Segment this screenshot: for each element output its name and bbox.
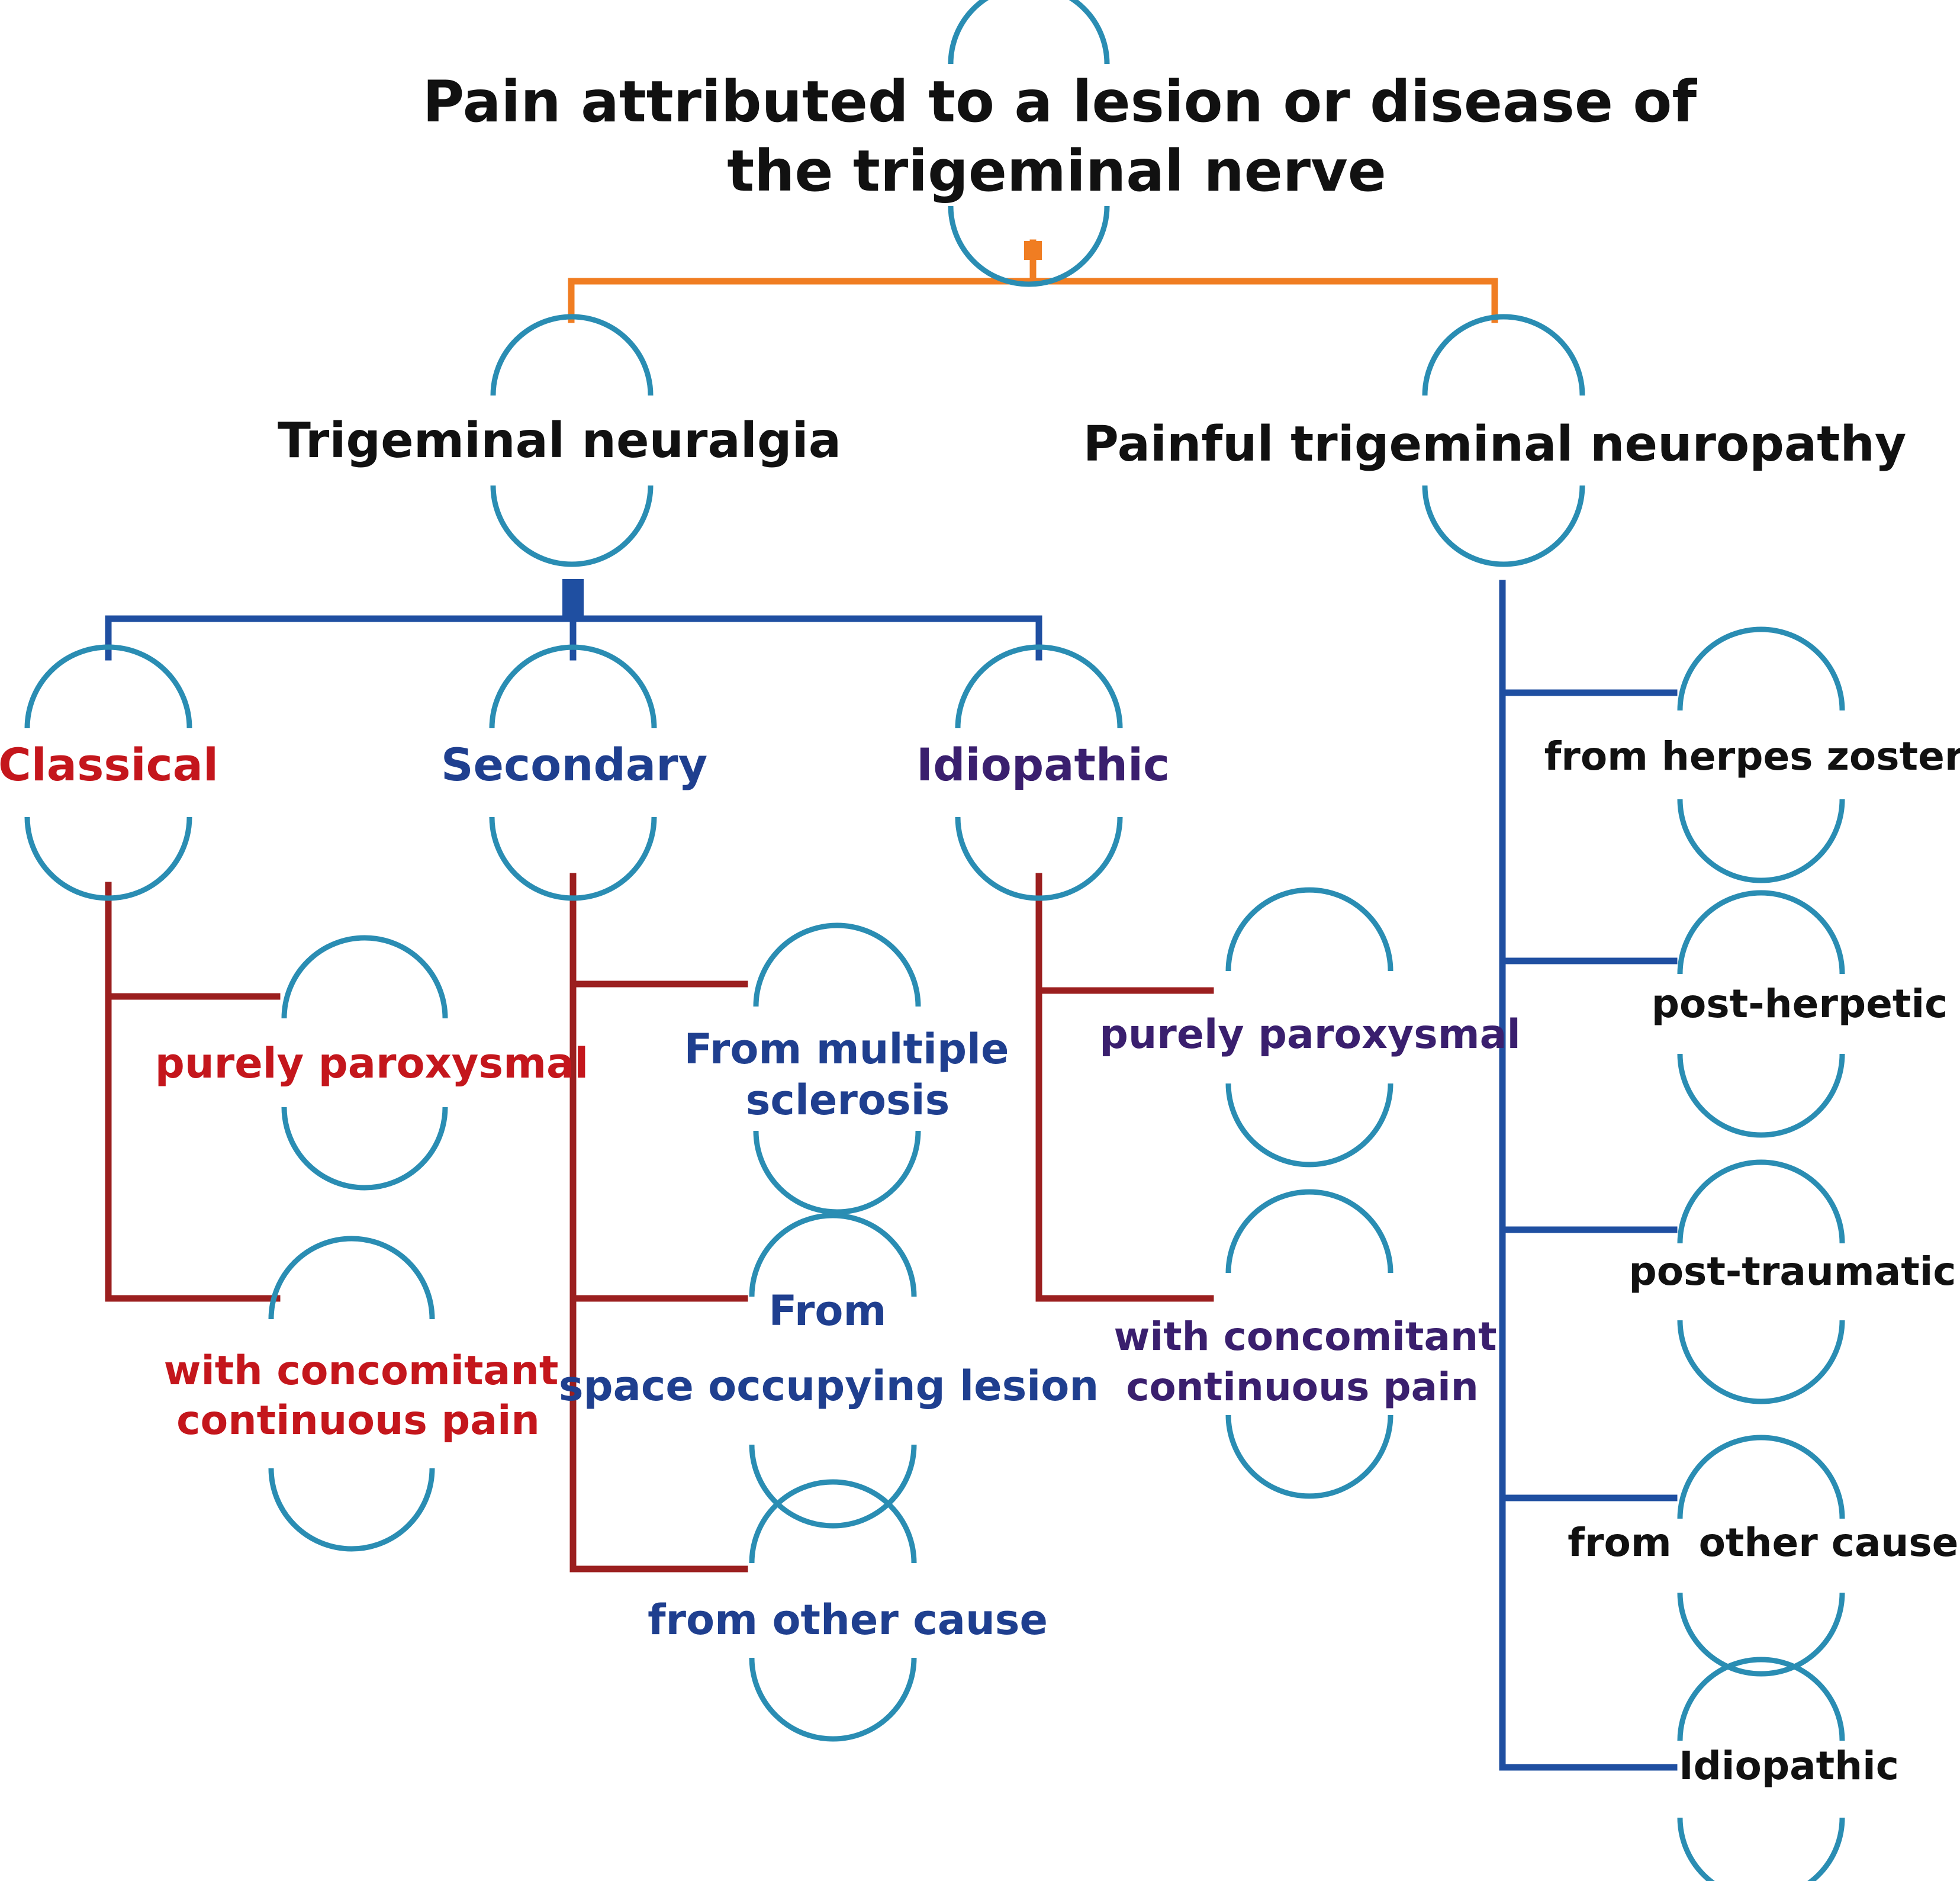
circular-arc-bracket-icon bbox=[1677, 1657, 1845, 1881]
classical-label: Classical bbox=[0, 738, 218, 791]
from-other-causes-label: from other causes bbox=[1568, 1520, 1960, 1565]
secondary-sol-line1: From bbox=[769, 1287, 887, 1335]
node-from-other-causes: from other causes bbox=[1568, 1435, 1960, 1677]
circular-arc-bracket-icon bbox=[1677, 890, 1845, 1138]
neuropathy-idiopathic-label: Idiopathic bbox=[1679, 1743, 1899, 1789]
node-post-traumatic: post-traumatic bbox=[1628, 1159, 1956, 1404]
root-title-line2: the trigeminal nerve bbox=[727, 138, 1386, 204]
idiopathic-purely-paroxysmal-label: purely paroxysmal bbox=[1099, 1011, 1521, 1058]
circular-arc-bracket-icon bbox=[1677, 1159, 1845, 1404]
circular-arc-bracket-icon bbox=[281, 935, 448, 1191]
neuropathy-connector bbox=[1499, 580, 1678, 1771]
node-secondary-from-other-cause: from other cause bbox=[648, 1479, 1048, 1742]
secondary-connector bbox=[569, 873, 748, 1573]
secondary-label: Secondary bbox=[441, 738, 707, 791]
node-trigeminal-neuralgia: Trigeminal neuralgia bbox=[278, 314, 841, 567]
circular-arc-bracket-icon bbox=[1677, 1435, 1845, 1677]
circular-arc-bracket-icon bbox=[268, 1236, 435, 1552]
secondary-ms-line2: sclerosis bbox=[746, 1076, 950, 1124]
classical-concomitant-line2: continuous pain bbox=[176, 1397, 540, 1444]
node-idiopathic-purely-paroxysmal: purely paroxysmal bbox=[1099, 887, 1521, 1168]
post-herpetic-label: post-herpetic bbox=[1652, 981, 1948, 1027]
node-post-herpetic: post-herpetic bbox=[1652, 890, 1948, 1138]
classical-connector bbox=[105, 882, 281, 1302]
circular-arc-bracket-icon bbox=[489, 644, 657, 901]
idiopathic-concomitant-line1: with concomitant bbox=[1113, 1314, 1496, 1359]
circular-arc-bracket-icon bbox=[948, 0, 1110, 287]
classical-concomitant-line1: with concomitant bbox=[164, 1348, 559, 1394]
circular-arc-bracket-icon bbox=[753, 922, 921, 1215]
classical-purely-paroxysmal-label: purely paroxysmal bbox=[155, 1039, 589, 1088]
node-secondary-from-multiple-sclerosis: From multiple sclerosis bbox=[684, 922, 1009, 1215]
secondary-other-cause-label: from other cause bbox=[648, 1596, 1048, 1644]
node-idiopathic: Idiopathic bbox=[916, 644, 1170, 901]
circular-arc-bracket-icon bbox=[1225, 1189, 1393, 1499]
root-title-line1: Pain attributed to a lesion or disease o… bbox=[423, 69, 1698, 135]
idiopathic-concomitant-line2: continuous pain bbox=[1126, 1364, 1479, 1410]
node-idiopathic-with-concomitant-continuous-pain: with concomitant continuous pain bbox=[1113, 1189, 1497, 1499]
node-classical-with-concomitant-continuous-pain: with concomitant continuous pain bbox=[164, 1236, 559, 1552]
circular-arc-bracket-icon bbox=[1422, 314, 1585, 567]
circular-arc-bracket-icon bbox=[24, 644, 192, 901]
secondary-ms-line1: From multiple bbox=[684, 1025, 1009, 1073]
secondary-sol-line2: space occupying lesion bbox=[559, 1362, 1099, 1410]
circular-arc-bracket-icon bbox=[1225, 887, 1393, 1168]
circular-arc-bracket-icon bbox=[749, 1479, 917, 1742]
from-herpes-zoster-label: from herpes zoster bbox=[1544, 734, 1960, 779]
circular-arc-bracket-icon bbox=[749, 1213, 917, 1529]
node-secondary: Secondary bbox=[441, 644, 707, 901]
node-neuropathy-idiopathic: Idiopathic bbox=[1677, 1657, 1899, 1881]
painful-trigeminal-neuropathy-label: Painful trigeminal neuropathy bbox=[1083, 416, 1907, 472]
circular-arc-bracket-icon bbox=[1677, 626, 1845, 883]
circular-arc-bracket-icon bbox=[955, 644, 1123, 901]
neuralgia-connector bbox=[105, 579, 1042, 661]
idiopathic-connector bbox=[1035, 873, 1214, 1302]
node-painful-trigeminal-neuropathy: Painful trigeminal neuropathy bbox=[1083, 314, 1907, 567]
trigeminal-neuralgia-label: Trigeminal neuralgia bbox=[278, 413, 841, 469]
post-traumatic-label: post-traumatic bbox=[1628, 1249, 1956, 1294]
node-from-herpes-zoster: from herpes zoster bbox=[1544, 626, 1960, 883]
node-root: Pain attributed to a lesion or disease o… bbox=[423, 0, 1698, 287]
circular-arc-bracket-icon bbox=[490, 314, 654, 567]
idiopathic-label: Idiopathic bbox=[916, 738, 1170, 791]
root-connector bbox=[568, 239, 1498, 323]
node-classical: Classical bbox=[0, 644, 218, 901]
node-secondary-from-space-occupying-lesion: From space occupying lesion bbox=[559, 1213, 1099, 1529]
node-classical-purely-paroxysmal: purely paroxysmal bbox=[155, 935, 589, 1191]
